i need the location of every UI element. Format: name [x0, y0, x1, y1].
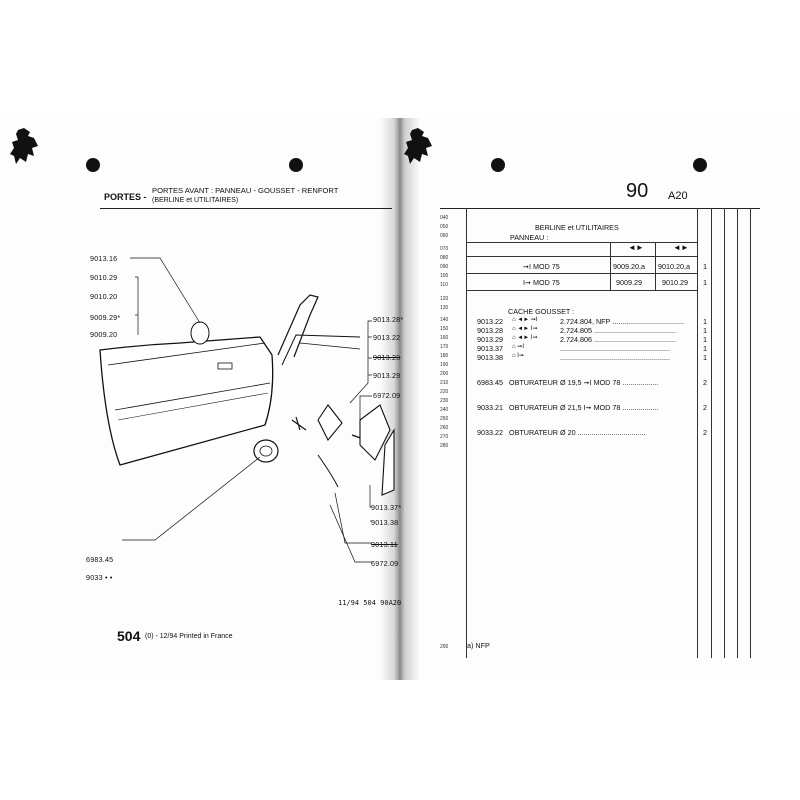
part-ref: 9033.21 — [477, 403, 503, 412]
left-door-symbol-icon: ◄► — [628, 243, 644, 252]
part-ref: 9013.28* — [373, 315, 404, 324]
grid-line — [737, 208, 738, 658]
line-number: 290 — [440, 644, 449, 650]
part-ref: 9013.22 — [477, 317, 503, 326]
right-door-symbol-icon: ◄► — [673, 243, 689, 252]
section-label: PORTES - — [104, 192, 147, 202]
grid-line — [724, 208, 725, 658]
part-ref: 9013.29 — [373, 371, 401, 380]
header-rule — [100, 208, 392, 210]
part-ref: 9013.16 — [90, 254, 118, 263]
part-qty: 2 — [703, 403, 707, 412]
header-rule — [440, 208, 760, 210]
part-ref: 9013.23 — [373, 353, 401, 362]
peugeot-lion-logo-right — [404, 128, 432, 164]
panel-row-desc: I➞ MOD 75 — [523, 278, 560, 287]
page-subtitle: (BERLINE et UTILITAIRES) — [152, 197, 239, 204]
part-ref: 9009.29* — [90, 313, 121, 322]
part-desc: 2.724.805 ..............................… — [560, 326, 676, 335]
part-ref: 9013.11 — [371, 540, 398, 549]
part-ref: 6983.45 — [477, 378, 503, 387]
part-ref: 6972.09 — [373, 391, 401, 400]
page-number: 90 — [626, 180, 649, 202]
right-page — [400, 118, 800, 680]
page-suffix: A20 — [668, 190, 688, 202]
part-qty: 2 — [703, 378, 707, 387]
row-rule — [466, 242, 697, 243]
gousset-symbol-icon: ⌂ ◄► ➞I — [512, 317, 538, 323]
part-qty: 1 — [703, 326, 707, 335]
footer-text: (0) - 12/94 Printed in France — [145, 633, 233, 640]
grid-line — [466, 208, 467, 658]
part-qty: 1 — [703, 317, 707, 326]
panel-row-code-right: 9010.20,a — [658, 262, 690, 271]
part-ref: 9033 • • — [86, 573, 113, 582]
binder-hole — [491, 158, 505, 172]
diagram-code: 11/94 504 90A20 — [338, 599, 402, 607]
part-ref: 9013.28 — [477, 326, 503, 335]
grid-line — [750, 208, 751, 658]
part-qty: 1 — [703, 335, 707, 344]
row-rule — [466, 290, 697, 291]
panel-row-code-left: 9009.20,a — [613, 262, 645, 271]
panel-row-desc: ➞I MOD 75 — [523, 262, 560, 271]
part-ref: 9013.37 — [477, 344, 503, 353]
part-desc: OBTURATEUR Ø 20 ........................… — [509, 428, 646, 437]
part-ref: 9013.22 — [373, 333, 401, 342]
panel-row-qty: 1 — [703, 278, 707, 287]
group-title: BERLINE et UTILITAIRES — [535, 223, 619, 232]
part-ref: 9013.38 — [477, 353, 503, 362]
part-desc: 2.724.804, NFP .........................… — [560, 317, 685, 326]
part-ref: 9013.29 — [477, 335, 503, 344]
part-qty: 2 — [703, 428, 707, 437]
part-ref: 9010.29 — [90, 273, 118, 282]
grid-line — [697, 208, 698, 658]
binder-hole — [289, 158, 303, 172]
gousset-symbol-icon: ⌂ ➞I — [512, 344, 524, 350]
part-qty: 1 — [703, 344, 707, 353]
row-rule — [466, 273, 697, 274]
gousset-symbol-icon: ⌂ ◄► I➞ — [512, 326, 538, 332]
binder-hole — [693, 158, 707, 172]
part-ref: 6972.09 — [371, 559, 399, 568]
book-gutter — [380, 118, 420, 680]
part-desc: ........................................… — [560, 344, 670, 353]
panel-row-qty: 1 — [703, 262, 707, 271]
gousset-symbol-icon: ⌂ I➞ — [512, 353, 524, 359]
footnote: a) NFP — [467, 641, 490, 650]
part-ref: 9013.37* — [371, 503, 402, 512]
page-title: PORTES AVANT : PANNEAU - GOUSSET - RENFO… — [152, 186, 339, 195]
panel-row-code-left: 9009.29 — [616, 278, 642, 287]
binder-hole — [86, 158, 100, 172]
part-ref: 6983.45 — [86, 555, 114, 564]
cache-gousset-title: CACHE GOUSSET : — [508, 307, 575, 316]
grid-line — [610, 242, 611, 290]
part-ref: 9009.20 — [90, 330, 118, 339]
peugeot-lion-logo-left — [10, 128, 38, 164]
part-desc: OBTURATEUR Ø 21,5 I➞ MOD 78 ............… — [509, 403, 659, 412]
grid-line — [655, 242, 656, 290]
grid-line — [711, 208, 712, 658]
footer-model: 504 — [117, 628, 141, 644]
panel-row-code-right: 9010.29 — [662, 278, 688, 287]
part-desc: ........................................… — [560, 353, 670, 362]
gousset-symbol-icon: ⌂ ◄► I➞ — [512, 335, 538, 341]
part-qty: 1 — [703, 353, 707, 362]
door-exploded-diagram — [99, 257, 395, 563]
part-desc: 2.724.806 ..............................… — [560, 335, 676, 344]
row-rule — [466, 256, 697, 257]
part-ref: 9010.20 — [90, 292, 118, 301]
panneau-label: PANNEAU : — [510, 233, 549, 242]
part-ref: 9013.38 — [371, 518, 399, 527]
part-desc: OBTURATEUR Ø 19,5 ➞I MOD 78 ............… — [509, 378, 659, 387]
part-ref: 9033.22 — [477, 428, 503, 437]
